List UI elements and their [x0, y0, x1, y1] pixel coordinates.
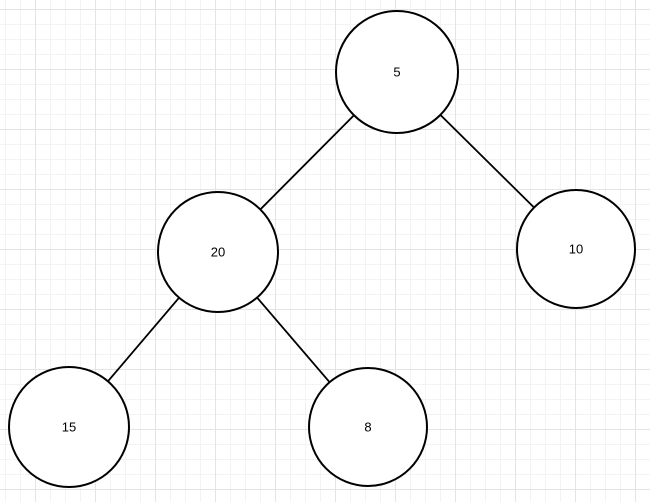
- node-circle[interactable]: [335, 10, 459, 134]
- tree-node-left-left[interactable]: 15: [8, 366, 130, 488]
- tree-node-left-right[interactable]: 8: [308, 367, 428, 487]
- tree-node-left[interactable]: 20: [157, 191, 279, 313]
- node-circle[interactable]: [157, 191, 279, 313]
- node-label: 10: [569, 242, 583, 257]
- node-label: 5: [393, 65, 400, 80]
- node-circle[interactable]: [308, 367, 428, 487]
- node-label: 15: [62, 420, 76, 435]
- node-label: 8: [364, 420, 371, 435]
- node-circle[interactable]: [516, 189, 636, 309]
- node-circle[interactable]: [8, 366, 130, 488]
- tree-node-root[interactable]: 5: [335, 10, 459, 134]
- tree-node-right[interactable]: 10: [516, 189, 636, 309]
- node-label: 20: [211, 245, 225, 260]
